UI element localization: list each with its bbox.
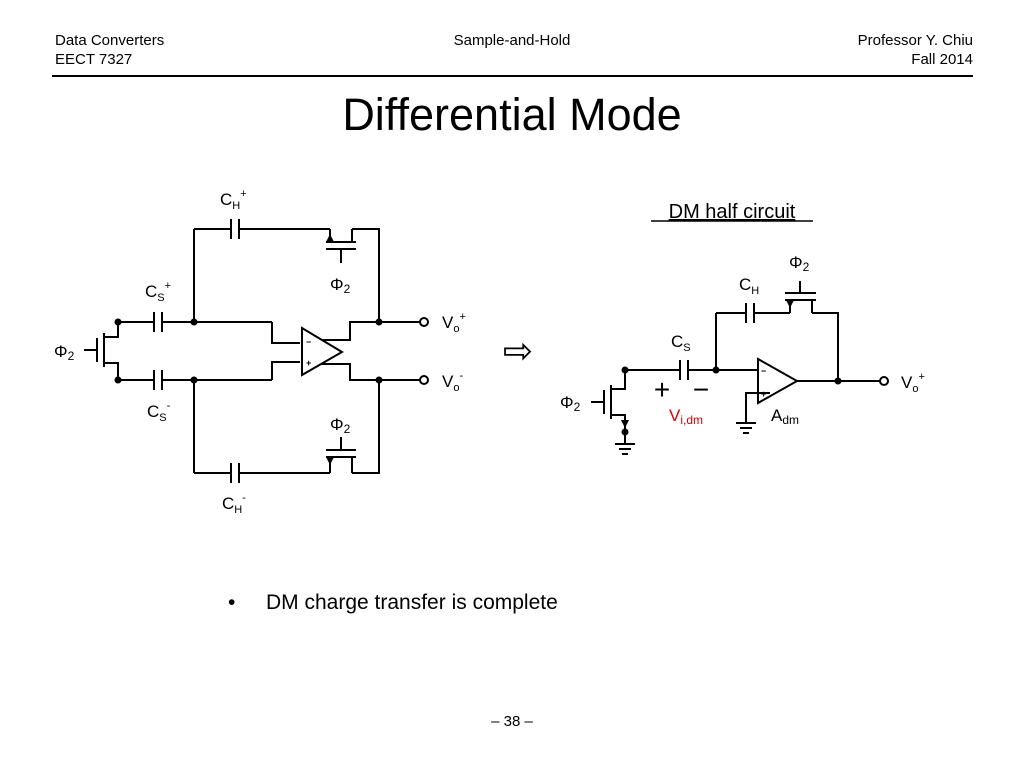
label-vo-half: Vo+ — [901, 371, 925, 395]
header-instructor: Professor Y. Chiu Fall 2014 — [858, 31, 973, 69]
header-professor: Professor Y. Chiu — [857, 32, 973, 49]
half-opamp-noninverting-sign: + — [761, 389, 766, 399]
label-cs-plus: CS+ — [145, 280, 171, 304]
label-ch: CH — [739, 275, 759, 297]
header-term: Fall 2014 — [911, 51, 973, 68]
half-output-terminal — [879, 376, 889, 386]
output-terminals — [419, 317, 429, 385]
differential-junctions — [114, 234, 383, 465]
label-phi2-hold: Φ2 — [789, 253, 810, 274]
label-adm: Adm — [771, 406, 799, 427]
label-vin-dm: Vi,dm — [669, 406, 703, 427]
label-vin-minus: − — [693, 374, 709, 405]
transform-arrow-icon: ⇨ — [503, 330, 533, 371]
differential-circuit — [84, 219, 420, 483]
half-circuit — [591, 281, 880, 455]
half-opamp-inverting-sign: − — [761, 366, 766, 376]
bullet-list: •DM charge transfer is complete — [228, 589, 558, 617]
label-phi2-bottom: Φ2 — [330, 415, 351, 436]
header-course-name: Data Converters — [55, 32, 165, 49]
header-course-code: EECT 7327 — [55, 51, 133, 68]
label-cs: CS — [671, 332, 691, 354]
label-ch-minus: CH- — [222, 492, 246, 516]
slide-title: Differential Mode — [342, 89, 682, 140]
label-phi2-top: Φ2 — [330, 275, 351, 296]
label-ch-plus: CH+ — [220, 188, 247, 212]
opamp-inverting-sign: − — [306, 337, 311, 347]
header-divider — [52, 75, 973, 77]
half-circuit-junctions — [621, 300, 842, 436]
label-vin-plus: + — [654, 374, 670, 405]
header-course: Data Converters EECT 7327 — [55, 31, 164, 69]
label-phi2-half-input: Φ2 — [560, 393, 581, 414]
label-vo-minus: Vo- — [442, 370, 463, 394]
header-topic: Sample-and-Hold — [453, 32, 571, 49]
page-number: – 38 – — [491, 713, 533, 730]
label-cs-minus: CS- — [147, 400, 171, 424]
half-circuit-title: DM half circuit — [669, 201, 796, 223]
bullet-text: DM charge transfer is complete — [266, 591, 558, 614]
bullet-item: •DM charge transfer is complete — [228, 591, 558, 614]
label-phi2-input: Φ2 — [54, 342, 75, 363]
label-vo-plus: Vo+ — [442, 311, 466, 335]
opamp-noninverting-sign: + — [306, 358, 311, 368]
